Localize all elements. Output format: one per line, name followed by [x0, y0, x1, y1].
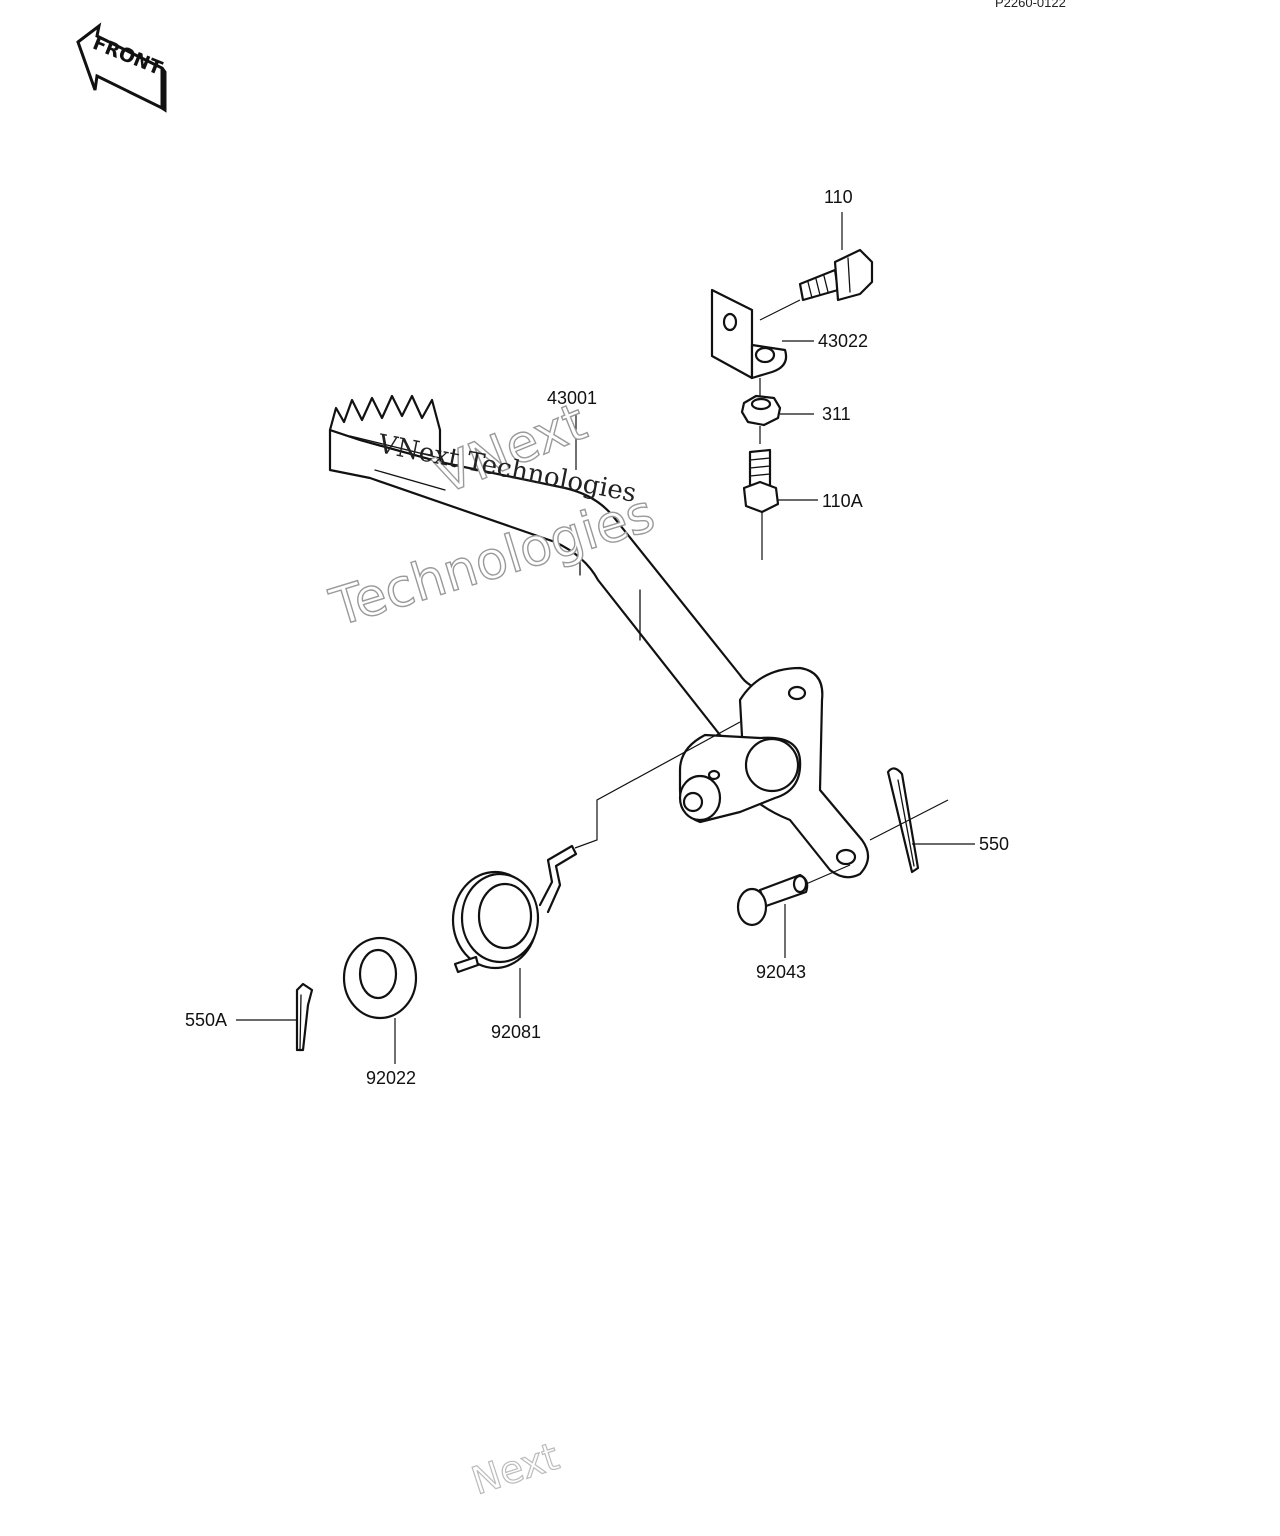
callout-550: 550: [979, 834, 1009, 854]
callout-110A: 110A: [822, 491, 863, 511]
cotter-pin-550A: [295, 982, 314, 1052]
nut-311: [740, 378, 782, 427]
watermark-bottom: Next: [466, 1434, 564, 1503]
spring-92081: [451, 721, 741, 974]
brake-pedal-43001: [328, 394, 870, 879]
bolt-110: [759, 248, 874, 321]
callout-leaders: [236, 212, 975, 1064]
cotter-pin-550: [869, 767, 949, 874]
callout-92022: 92022: [366, 1068, 416, 1088]
callout-92081: 92081: [491, 1022, 541, 1042]
clevis-pin-92043: [736, 864, 851, 927]
callout-43001: 43001: [547, 388, 597, 408]
drawing-code: P2260-0122: [995, 0, 1066, 10]
callout-43022: 43022: [818, 331, 868, 351]
callout-110: 110: [824, 187, 853, 207]
front-arrow-icon: FRONT: [76, 22, 167, 113]
callout-92043: 92043: [756, 962, 806, 982]
callout-311: 311: [822, 404, 851, 424]
washer-92022: [342, 936, 418, 1020]
bracket-43022: [710, 288, 788, 380]
bolt-110A: [742, 426, 780, 560]
callout-550A: 550A: [185, 1010, 227, 1030]
